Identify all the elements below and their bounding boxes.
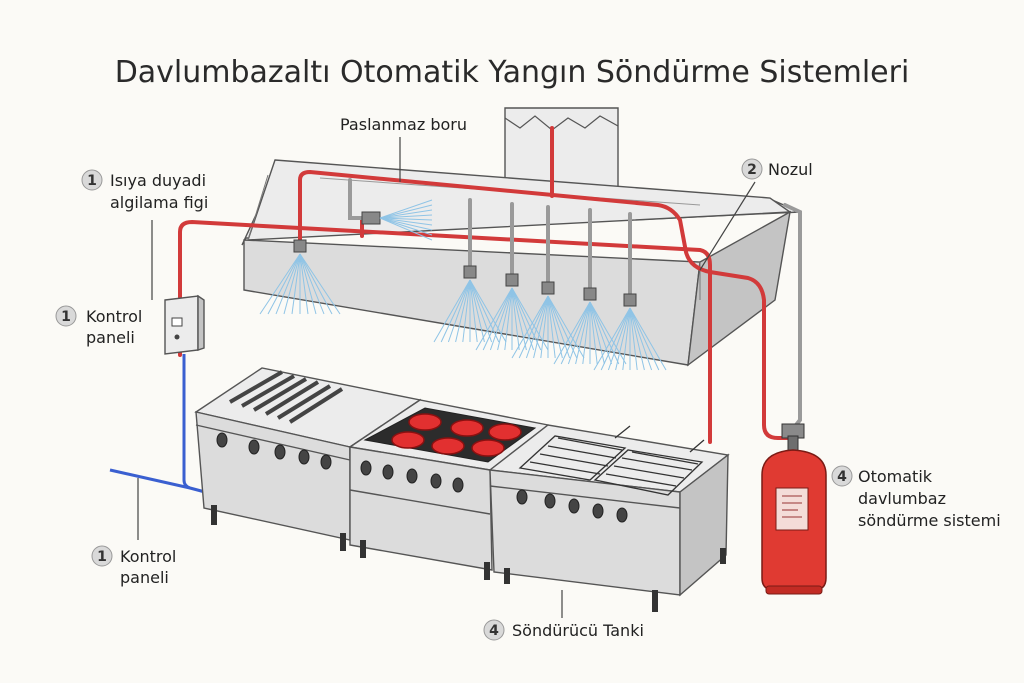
label-heat-detector: 1 Isıya duyadi algilama figi — [81, 169, 208, 212]
spray-cone — [433, 279, 507, 343]
fryer-unit — [488, 424, 730, 612]
spray-cone — [593, 307, 667, 371]
label-text: paneli — [120, 568, 169, 587]
label-text: Isıya duyadi — [110, 171, 206, 190]
label-text: Söndürücü Tanki — [512, 621, 644, 640]
label-text: algilama figi — [110, 193, 208, 212]
signal-wire — [109, 354, 206, 494]
burner-icon — [471, 439, 505, 457]
exhaust-duct — [504, 107, 619, 191]
burner-icon — [431, 437, 465, 455]
label-text: paneli — [86, 328, 135, 347]
label-text: Otomatik — [858, 467, 933, 486]
nozzle-icon — [463, 265, 477, 279]
label-text: Kontrol — [86, 307, 142, 326]
nozzle-icon — [293, 239, 307, 253]
burner-icon — [391, 431, 425, 449]
label-text: Nozul — [768, 160, 813, 179]
burner-icon — [408, 413, 442, 431]
nozzle-icon — [505, 273, 519, 287]
callout-number: 4 — [489, 623, 499, 639]
control-panel-box — [164, 294, 205, 355]
griddle-unit — [194, 367, 422, 551]
label-auto-system: 4 Otomatik davlumbaz söndürme sistemi — [831, 465, 1001, 530]
stainless-pipe-network — [178, 126, 794, 444]
nozzle-icon — [541, 281, 555, 295]
spray-cone — [553, 301, 627, 365]
spray-cone — [475, 287, 549, 351]
nozzle-icon — [583, 287, 597, 301]
callout-number: 4 — [837, 469, 847, 485]
callout-number: 1 — [61, 309, 71, 325]
diagram-title: Davlumbazaltı Otomatik Yangın Söndürme S… — [115, 55, 910, 90]
label-text: davlumbaz — [858, 489, 946, 508]
spray-patterns — [259, 199, 667, 371]
label-paslanmaz-boru: Paslanmaz boru — [340, 115, 467, 134]
leader-lines — [137, 137, 756, 618]
nozzle-icon — [361, 211, 381, 225]
callout-number: 2 — [747, 162, 757, 178]
nozzle-icon — [623, 293, 637, 307]
label-control-panel-bottom: 1 Kontrol paneli — [91, 545, 176, 587]
extinguisher-tank — [761, 423, 827, 595]
burner-icon — [488, 423, 522, 441]
nozzles — [293, 211, 637, 307]
range-unit — [348, 399, 550, 580]
label-text: Kontrol — [120, 547, 176, 566]
spray-cone — [259, 253, 341, 315]
label-extinguisher-tank: 4 Söndürücü Tanki — [483, 619, 644, 641]
spray-cone — [511, 295, 585, 359]
label-text: Paslanmaz boru — [340, 115, 467, 134]
burner-icon — [450, 419, 484, 437]
callout-number: 1 — [97, 549, 107, 565]
label-control-panel-top: 1 Kontrol paneli — [55, 305, 142, 347]
label-text: söndürme sistemi — [858, 511, 1001, 530]
label-nozul: 2 Nozul — [741, 158, 813, 180]
callout-number: 1 — [87, 173, 97, 189]
spray-cone — [379, 199, 433, 241]
